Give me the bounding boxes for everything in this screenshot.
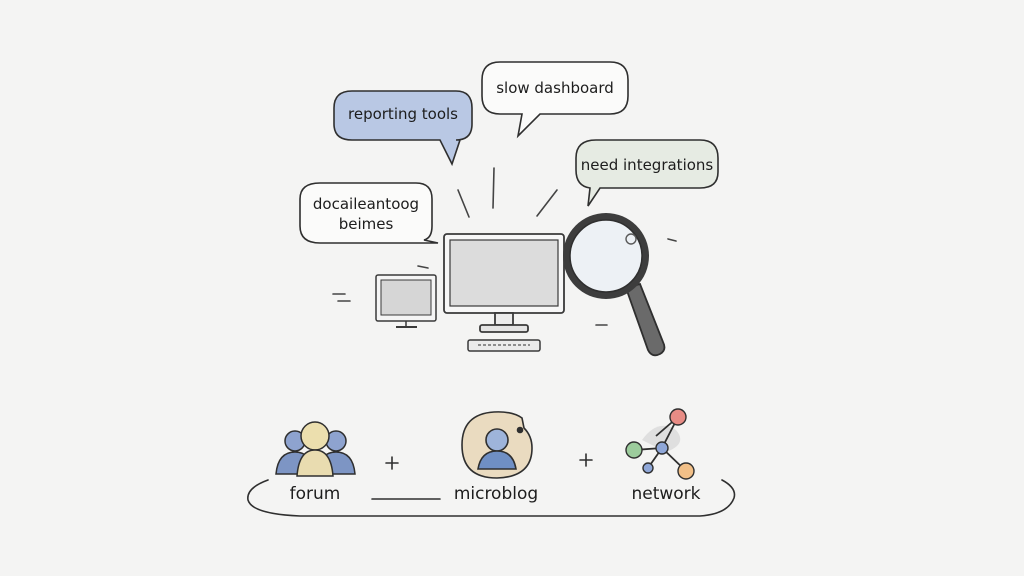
keyboard-icon bbox=[467, 339, 541, 352]
bubble-integrations-shape bbox=[575, 139, 719, 207]
bubble-slow-shape bbox=[481, 61, 629, 139]
bubble-garbled-line2: beimes bbox=[338, 215, 394, 233]
bubble-reporting-label: reporting tools bbox=[348, 105, 458, 123]
bubble-garbled-shape bbox=[299, 182, 439, 244]
bubble-slow-label: slow dashboard bbox=[496, 79, 614, 97]
bubble-garbled-line1: docaileantoog bbox=[312, 195, 420, 213]
source-label-network: network bbox=[631, 484, 701, 504]
bubble-reporting-tools bbox=[333, 90, 473, 167]
bubble-garbled bbox=[299, 182, 439, 244]
source-label-forum: forum bbox=[289, 484, 341, 504]
bubble-reporting-shape bbox=[333, 90, 473, 167]
profile-bubble-icon bbox=[461, 411, 533, 479]
bubble-need-integrations bbox=[575, 139, 719, 207]
desktop-monitor-icon bbox=[443, 233, 565, 333]
magnifying-glass-icon bbox=[563, 213, 666, 357]
connector-lines bbox=[247, 453, 736, 517]
bubble-integrations-label: need integrations bbox=[580, 156, 714, 174]
source-label-microblog: microblog bbox=[453, 484, 539, 504]
small-monitor-icon bbox=[375, 274, 437, 328]
network-nodes-icon bbox=[625, 408, 695, 480]
bubble-slow-dashboard bbox=[481, 61, 629, 139]
emphasis-lines bbox=[332, 167, 677, 326]
people-group-icon bbox=[275, 421, 356, 477]
